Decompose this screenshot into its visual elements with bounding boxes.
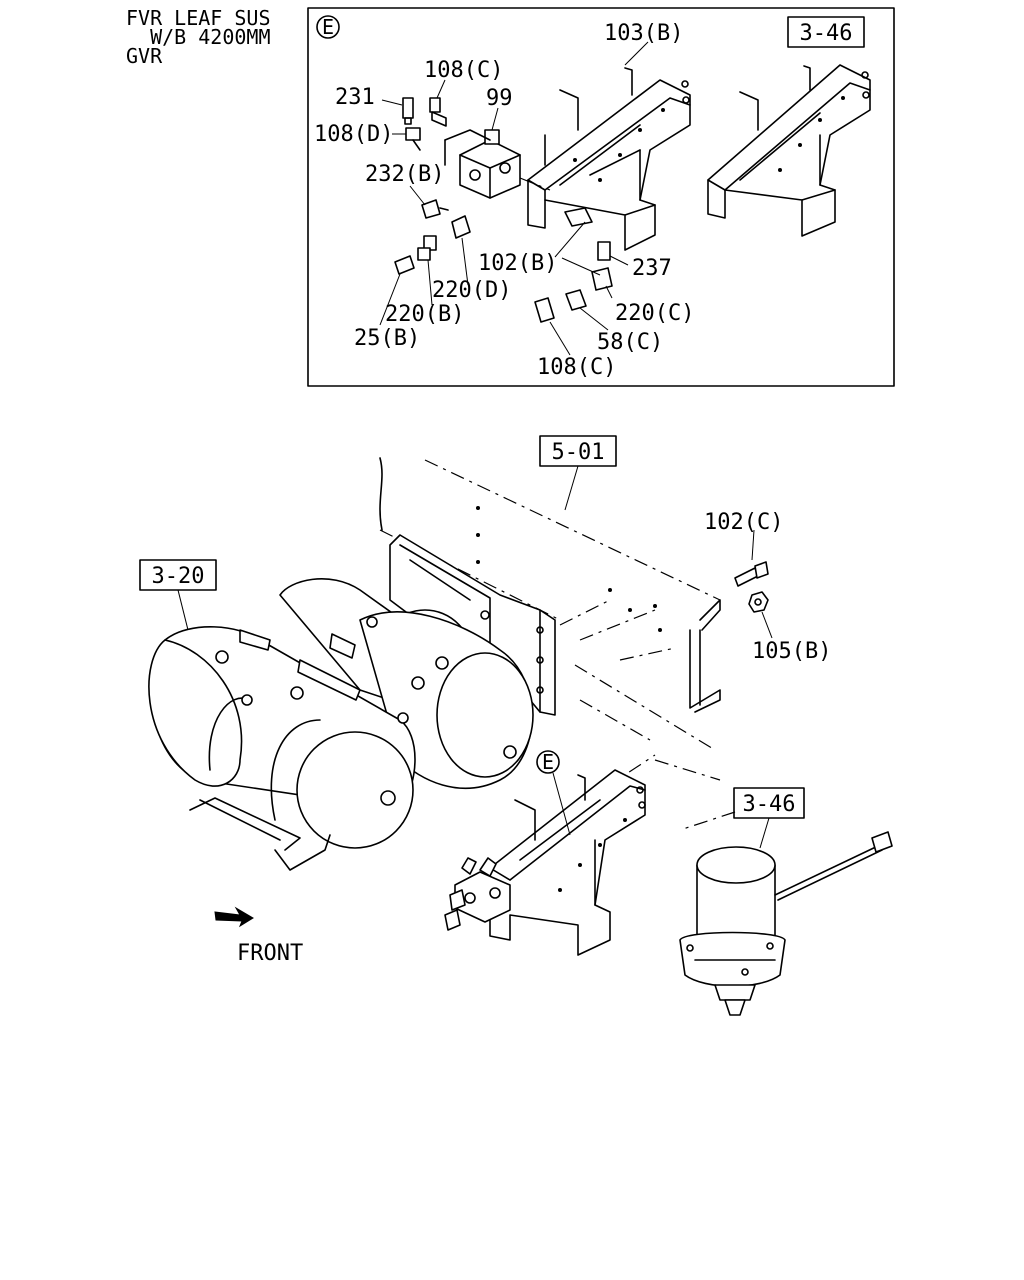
- front-label: FRONT: [237, 941, 303, 966]
- callout-108c-top: 108(C): [424, 58, 503, 83]
- fitting-25b: [394, 255, 415, 275]
- main-marker-e: E: [536, 750, 560, 774]
- detail-marker-text: E: [322, 15, 334, 39]
- detail-marker-e: E: [316, 15, 340, 39]
- callout-102c: 102(C): [704, 510, 783, 535]
- bolt-102c-drawing: [734, 561, 769, 587]
- main-marker-e-text: E: [542, 750, 554, 774]
- front-arrow-icon: [214, 906, 254, 928]
- fitting-58c: [565, 289, 587, 311]
- detail-ref-box-346-label: 3-46: [800, 21, 853, 46]
- callout-220c: 220(C): [615, 301, 694, 326]
- callout-220b: 220(B): [385, 302, 464, 327]
- callout-102b: 102(B): [478, 251, 557, 276]
- fitting-220c: [591, 267, 613, 291]
- fitting-102b: [564, 207, 593, 227]
- detail-ref-box-346[interactable]: 3-46: [787, 16, 865, 48]
- header-line-2: W/B 4200MM: [126, 25, 271, 49]
- callout-237: 237: [632, 256, 672, 281]
- callout-220d: 220(D): [432, 278, 511, 303]
- callout-108c-bottom: 108(C): [537, 355, 616, 380]
- ref-box-501[interactable]: 5-01: [539, 435, 617, 467]
- fitting-220b: [417, 235, 437, 261]
- bracket-103b-drawing: [527, 67, 691, 251]
- fitting-108c-top: [429, 97, 447, 127]
- callout-103b: 103(B): [604, 21, 683, 46]
- callout-231: 231: [335, 85, 375, 110]
- header-line-1: FVR LEAF SUS: [126, 6, 271, 30]
- fitting-237: [597, 241, 611, 261]
- air-dryer-drawing: [679, 831, 893, 1016]
- fitting-108c-bottom: [534, 297, 555, 323]
- valve-bracket-drawing: [444, 769, 646, 956]
- callout-105b: 105(B): [752, 639, 831, 664]
- detail-inset-frame: [307, 7, 895, 387]
- bracket-346-drawing: [707, 64, 871, 237]
- fitting-220d: [451, 215, 471, 239]
- main-assembly: 5-01: [139, 435, 893, 1016]
- fitting-232b: [421, 199, 449, 219]
- detail-inset: E 3-46: [307, 7, 895, 387]
- nut-105b-drawing: [748, 591, 769, 613]
- ref-box-346[interactable]: 3-46: [733, 787, 805, 819]
- air-tanks-drawing: [148, 578, 534, 871]
- header-line-3: GVR: [126, 44, 163, 68]
- ref-box-320-label: 3-20: [152, 564, 205, 589]
- fitting-108d: [405, 127, 421, 151]
- valve-99-drawing: [444, 129, 551, 199]
- callout-232b: 232(B): [365, 162, 444, 187]
- callout-25b: 25(B): [354, 326, 420, 351]
- ref-box-320[interactable]: 3-20: [139, 559, 217, 591]
- callout-58c: 58(C): [597, 330, 663, 355]
- callout-99: 99: [486, 86, 513, 111]
- frame-rail-drawing: [379, 457, 721, 713]
- callout-108d: 108(D): [314, 122, 393, 147]
- fitting-231: [402, 97, 414, 125]
- ref-box-346-label: 3-46: [743, 792, 796, 817]
- ref-box-501-label: 5-01: [552, 440, 605, 465]
